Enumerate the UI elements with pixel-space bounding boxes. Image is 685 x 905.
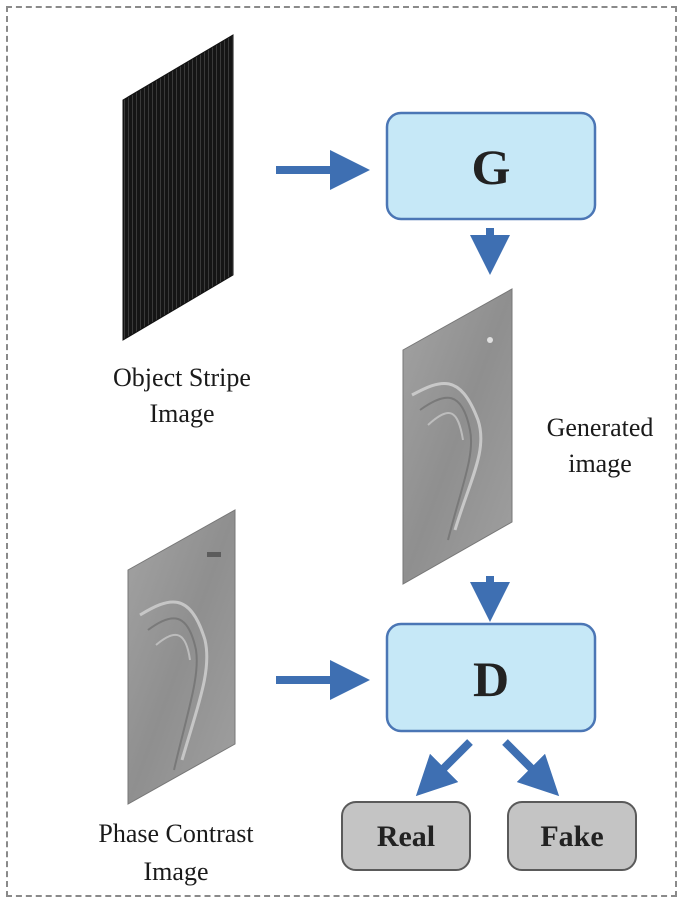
arrow-discriminator-to-real xyxy=(415,739,473,797)
discriminator-label: D xyxy=(473,651,509,707)
generator-box: G xyxy=(385,111,597,221)
real-output-box: Real xyxy=(341,801,471,871)
caption-phase-contrast-line2: Image xyxy=(144,857,209,886)
caption-generated-line1: Generated xyxy=(547,413,654,442)
fake-output-box: Fake xyxy=(507,801,637,871)
object-stripe-image xyxy=(122,34,234,341)
dashed-frame xyxy=(6,6,677,897)
caption-generated: Generated image xyxy=(547,413,654,478)
real-label: Real xyxy=(377,820,435,853)
caption-object-stripe-line2: Image xyxy=(150,399,215,428)
fake-label: Fake xyxy=(540,820,603,853)
caption-object-stripe: Object Stripe Image xyxy=(113,363,251,428)
arrow-discriminator-to-fake xyxy=(502,739,560,797)
caption-generated-line2: image xyxy=(568,449,632,478)
phase-contrast-image xyxy=(127,509,236,805)
generator-label: G xyxy=(472,139,511,195)
generated-image xyxy=(402,288,513,585)
caption-phase-contrast-line1: Phase Contrast xyxy=(98,819,254,848)
discriminator-box: D xyxy=(385,622,597,733)
caption-phase-contrast: Phase Contrast Image xyxy=(98,819,254,886)
caption-object-stripe-line1: Object Stripe xyxy=(113,363,251,392)
